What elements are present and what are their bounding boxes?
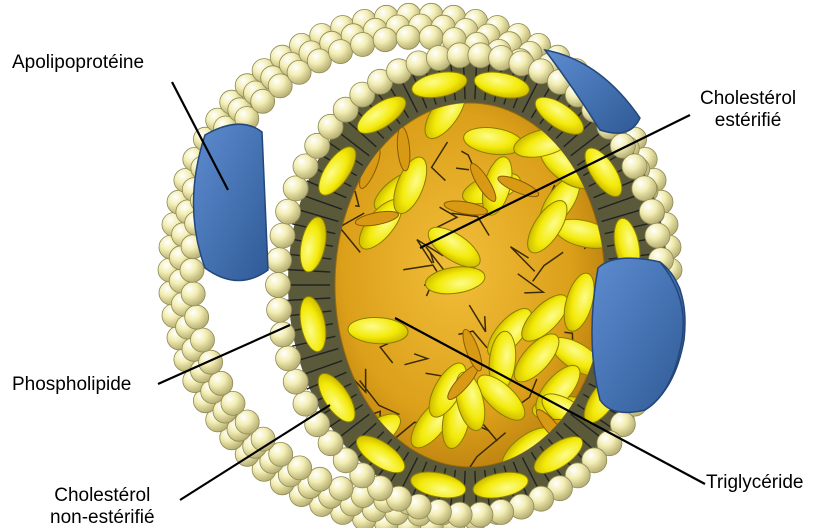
phospholipid-head <box>622 154 647 179</box>
label-triglyceride: Triglycéride <box>706 472 804 494</box>
label-cholesterol-non-esterifie: Cholestérol non-estérifié <box>50 485 155 529</box>
phospholipid-head <box>396 25 420 49</box>
phospholipid-head <box>645 223 670 248</box>
phospholipid-head <box>351 33 375 57</box>
phospholipid-head <box>181 282 205 306</box>
phospholipid-head <box>373 28 397 52</box>
phospholipid-head <box>329 40 353 64</box>
label-cholesterol-esterifie: Cholestérol estérifié <box>700 88 796 132</box>
phospholipid-head <box>267 297 292 322</box>
label-cholesterol-esterifie-line1: Cholestérol <box>700 88 796 110</box>
apolipoprotein-right <box>592 258 685 412</box>
phospholipid-head <box>270 223 295 248</box>
phospholipid-head <box>276 199 301 224</box>
phospholipid-head <box>639 199 664 224</box>
phospholipid-head <box>276 346 301 371</box>
label-phospholipide-text: Phospholipide <box>12 374 131 396</box>
phospholipid-head <box>307 49 331 73</box>
label-cholesterol-non-esterifie-line1: Cholestérol <box>50 485 155 507</box>
label-apolipoproteine: Apolipoprotéine <box>12 52 144 74</box>
phospholipid-head <box>283 176 308 201</box>
phospholipid-head <box>267 248 292 273</box>
phospholipid-head <box>266 273 291 298</box>
phospholipid-head <box>191 328 215 352</box>
phospholipid-head <box>199 350 223 374</box>
label-apolipoproteine-text: Apolipoprotéine <box>12 52 144 74</box>
label-cholesterol-esterifie-line2: estérifié <box>700 110 796 132</box>
phospholipid-head <box>632 176 657 201</box>
phospholipid-head <box>283 369 308 394</box>
phospholipid-head <box>293 391 318 416</box>
phospholipid-head <box>329 477 353 501</box>
label-triglyceride-text: Triglycéride <box>706 472 804 494</box>
phospholipid-head <box>209 371 233 395</box>
label-cholesterol-non-esterifie-line2: non-estérifié <box>50 507 155 529</box>
label-phospholipide: Phospholipide <box>12 374 131 396</box>
phospholipid-head <box>180 258 204 282</box>
phospholipid-head <box>185 305 209 329</box>
phospholipid-head <box>270 322 295 347</box>
apolipoprotein-left <box>194 124 269 280</box>
